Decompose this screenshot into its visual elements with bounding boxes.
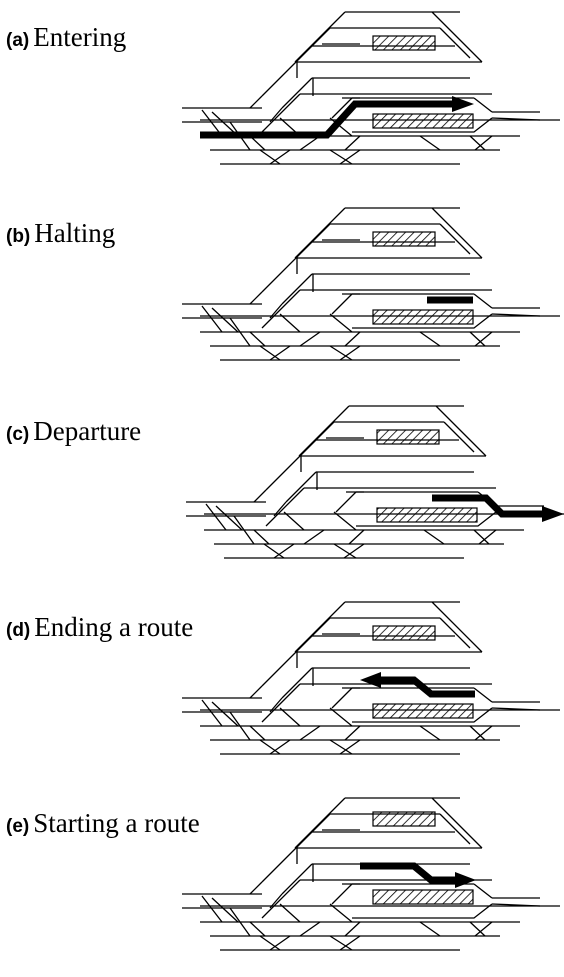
upper-platform bbox=[372, 811, 436, 827]
lower-platform bbox=[372, 889, 474, 905]
panel-b: (b) Halting bbox=[0, 196, 564, 387]
panel-title: Entering bbox=[33, 22, 127, 52]
arrow-head bbox=[455, 872, 476, 888]
route-arrow bbox=[200, 100, 455, 139]
panel-caption: (c) Departure bbox=[6, 416, 141, 447]
track-diagram bbox=[181, 207, 561, 361]
route-arrow bbox=[360, 862, 458, 884]
panel-letter: (a) bbox=[6, 30, 30, 51]
upper-platform bbox=[376, 429, 440, 445]
panel-caption: (d) Ending a route bbox=[6, 612, 193, 643]
upper-platform bbox=[372, 231, 436, 247]
panel-c: (c) Departure bbox=[0, 394, 564, 585]
track-diagram bbox=[185, 405, 564, 559]
panel-a: (a) Entering bbox=[0, 0, 564, 191]
panel-e: (e) Starting a route bbox=[0, 786, 564, 977]
panel-title: Ending a route bbox=[34, 612, 194, 642]
upper-platform bbox=[372, 625, 436, 641]
lower-platform bbox=[376, 507, 478, 523]
panel-caption: (a) Entering bbox=[6, 22, 126, 53]
panel-title: Departure bbox=[33, 416, 142, 446]
panel-d: (d) Ending a route bbox=[0, 590, 564, 781]
upper-platform bbox=[372, 35, 436, 51]
track-diagram bbox=[181, 11, 561, 165]
lower-platform bbox=[372, 113, 474, 129]
lower-platform bbox=[372, 703, 474, 719]
panel-letter: (e) bbox=[6, 816, 30, 837]
arrow-head bbox=[452, 96, 474, 112]
panel-caption: (b) Halting bbox=[6, 218, 115, 249]
panel-letter: (c) bbox=[6, 424, 30, 445]
panel-letter: (b) bbox=[6, 226, 31, 247]
track-diagram bbox=[181, 601, 561, 755]
route-arrow bbox=[432, 494, 545, 518]
panel-title: Halting bbox=[34, 218, 116, 248]
track-diagram bbox=[181, 797, 561, 951]
panel-title: Starting a route bbox=[33, 808, 200, 838]
panel-caption: (e) Starting a route bbox=[6, 808, 200, 839]
lower-platform bbox=[372, 309, 474, 325]
panel-letter: (d) bbox=[6, 620, 31, 641]
arrow-head bbox=[360, 672, 381, 688]
route-arrow bbox=[378, 676, 475, 698]
arrow-head bbox=[542, 506, 564, 522]
